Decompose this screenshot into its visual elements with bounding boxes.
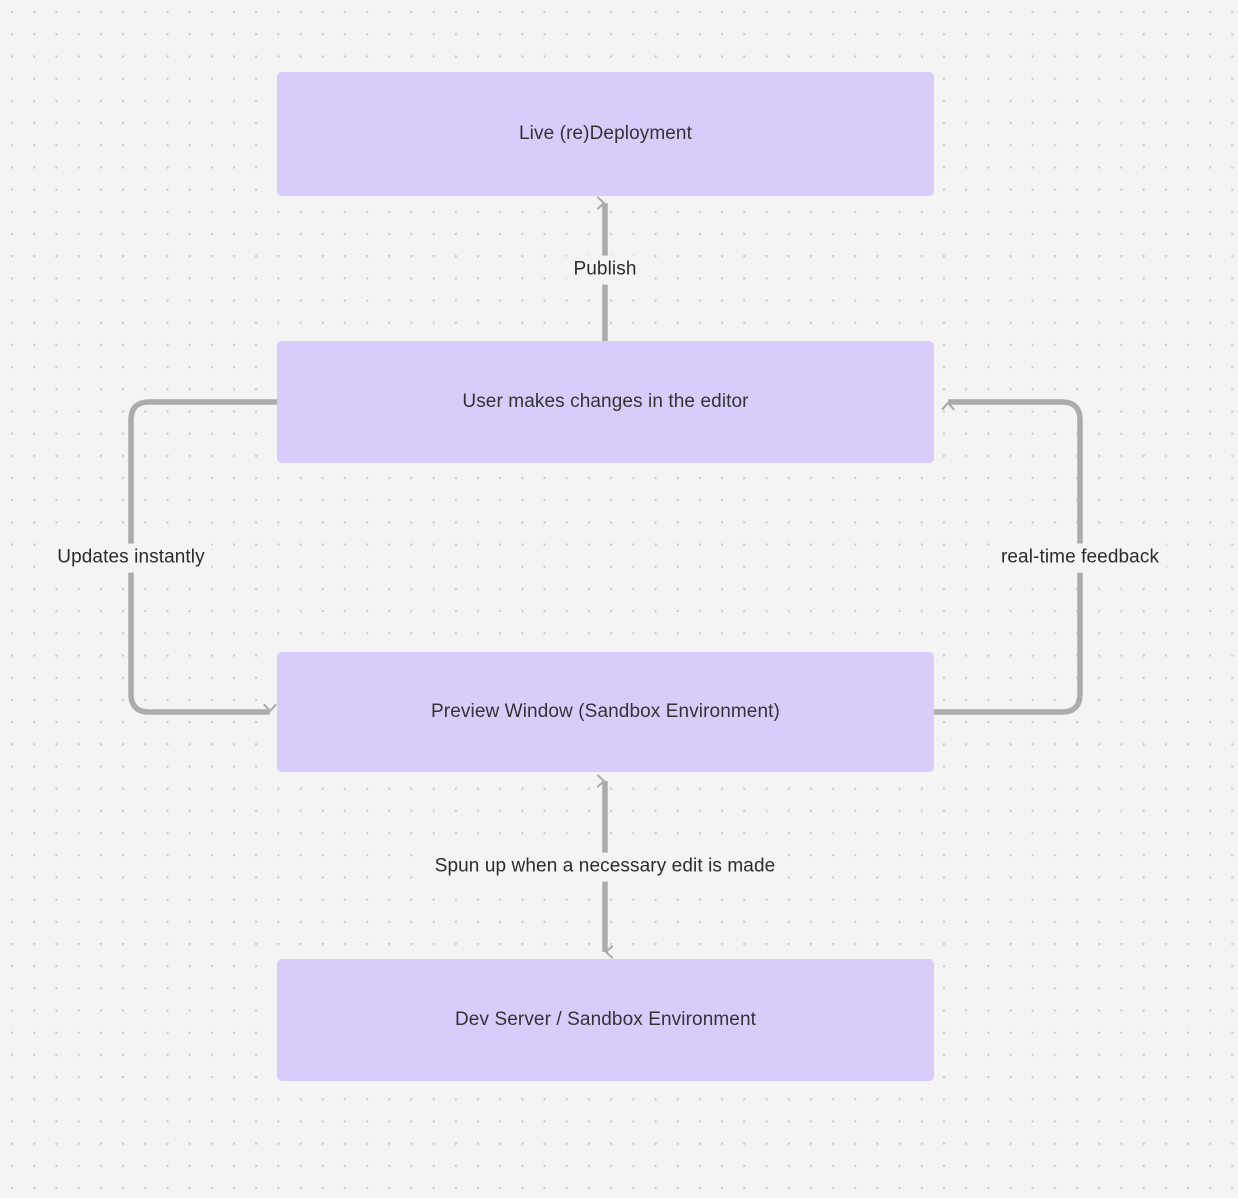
node-preview-window[interactable]: Preview Window (Sandbox Environment) bbox=[277, 652, 934, 772]
edge-label-spun-up: Spun up when a necessary edit is made bbox=[427, 852, 783, 882]
node-user-edits[interactable]: User makes changes in the editor bbox=[277, 341, 934, 463]
edge-label-publish: Publish bbox=[566, 255, 644, 285]
node-live-deployment[interactable]: Live (re)Deployment bbox=[277, 72, 934, 196]
edge-label-real-time-feedback: real-time feedback bbox=[993, 543, 1167, 573]
node-label: Dev Server / Sandbox Environment bbox=[454, 1009, 756, 1031]
node-label: Live (re)Deployment bbox=[519, 123, 692, 145]
node-dev-server[interactable]: Dev Server / Sandbox Environment bbox=[277, 959, 934, 1081]
node-label: User makes changes in the editor bbox=[462, 391, 749, 413]
edge-label-updates-instantly: Updates instantly bbox=[50, 543, 212, 573]
node-label: Preview Window (Sandbox Environment) bbox=[431, 701, 780, 723]
